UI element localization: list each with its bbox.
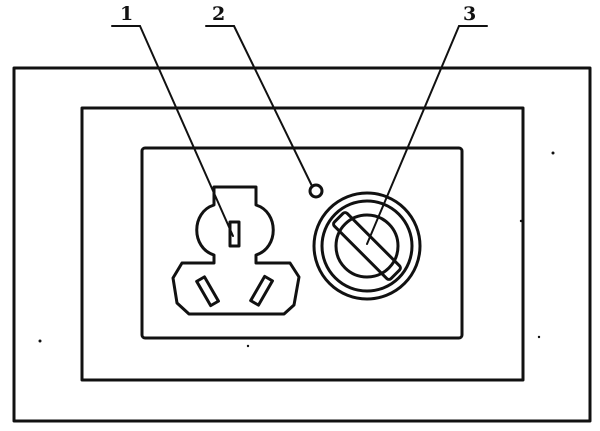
outer-frame	[12, 66, 592, 423]
right-pin-slot	[249, 274, 274, 307]
rotary-switch	[312, 191, 422, 301]
switch-handle-bar	[332, 211, 402, 281]
callout-3-label: 3	[463, 3, 476, 25]
switch-knob	[334, 213, 400, 279]
socket-outline	[171, 185, 301, 316]
left-pin-slot	[195, 275, 220, 308]
callout-2-leader	[205, 25, 313, 187]
scan-specks	[38, 151, 555, 348]
middle-frame	[80, 106, 525, 382]
callout-2-label: 2	[212, 3, 225, 25]
callout-1-leader	[111, 25, 234, 237]
switch-middle-ring	[320, 199, 414, 293]
earth-pin-slot	[228, 220, 241, 248]
socket-outlet	[171, 185, 301, 316]
inner-plate	[140, 146, 464, 340]
callout-1-label: 1	[120, 3, 133, 25]
callout-3-leader	[366, 25, 488, 245]
indicator-light	[308, 183, 324, 199]
switch-outer-ring	[312, 191, 422, 301]
